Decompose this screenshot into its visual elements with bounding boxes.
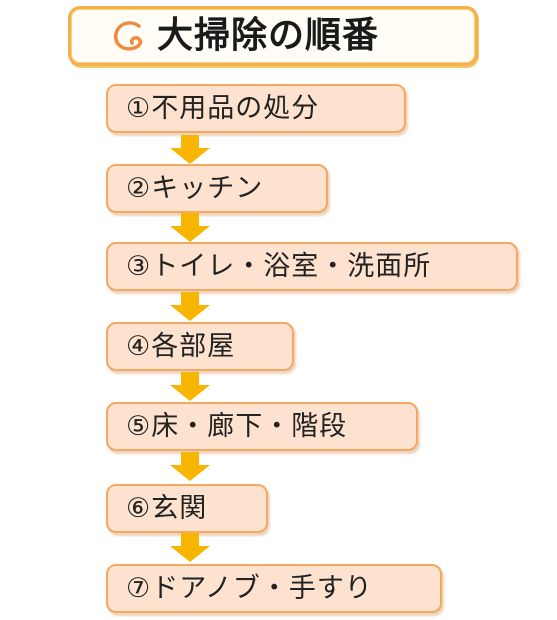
step-box-5: ⑤床・廊下・階段: [106, 402, 418, 451]
down-arrow-icon: [170, 372, 210, 401]
step-box-1: ①不用品の処分: [106, 84, 406, 133]
down-arrow-icon: [170, 135, 210, 164]
step-box-6: ⑥玄関: [106, 484, 268, 533]
c-curl-icon: [114, 21, 143, 51]
step-box-7: ⑦ドアノブ・手すり: [106, 564, 442, 613]
step-box-3: ③トイレ・浴室・洗面所: [106, 242, 518, 291]
step-label-7: ⑦ドアノブ・手すり: [126, 573, 373, 604]
down-arrow-icon: [170, 292, 210, 321]
title-box: 大掃除の順番: [68, 6, 478, 66]
step-label-6: ⑥玄関: [126, 493, 208, 524]
page-title: 大掃除の順番: [157, 15, 380, 56]
step-label-5: ⑤床・廊下・階段: [126, 411, 348, 442]
step-label-3: ③トイレ・浴室・洗面所: [126, 251, 432, 282]
step-box-4: ④各部屋: [106, 322, 294, 371]
down-arrow-icon: [170, 452, 210, 481]
step-label-1: ①不用品の処分: [126, 93, 320, 124]
step-box-2: ②キッチン: [106, 164, 328, 213]
down-arrow-icon: [170, 533, 210, 562]
down-arrow-icon: [170, 213, 210, 242]
step-label-2: ②キッチン: [126, 173, 264, 204]
step-label-4: ④各部屋: [126, 331, 236, 362]
